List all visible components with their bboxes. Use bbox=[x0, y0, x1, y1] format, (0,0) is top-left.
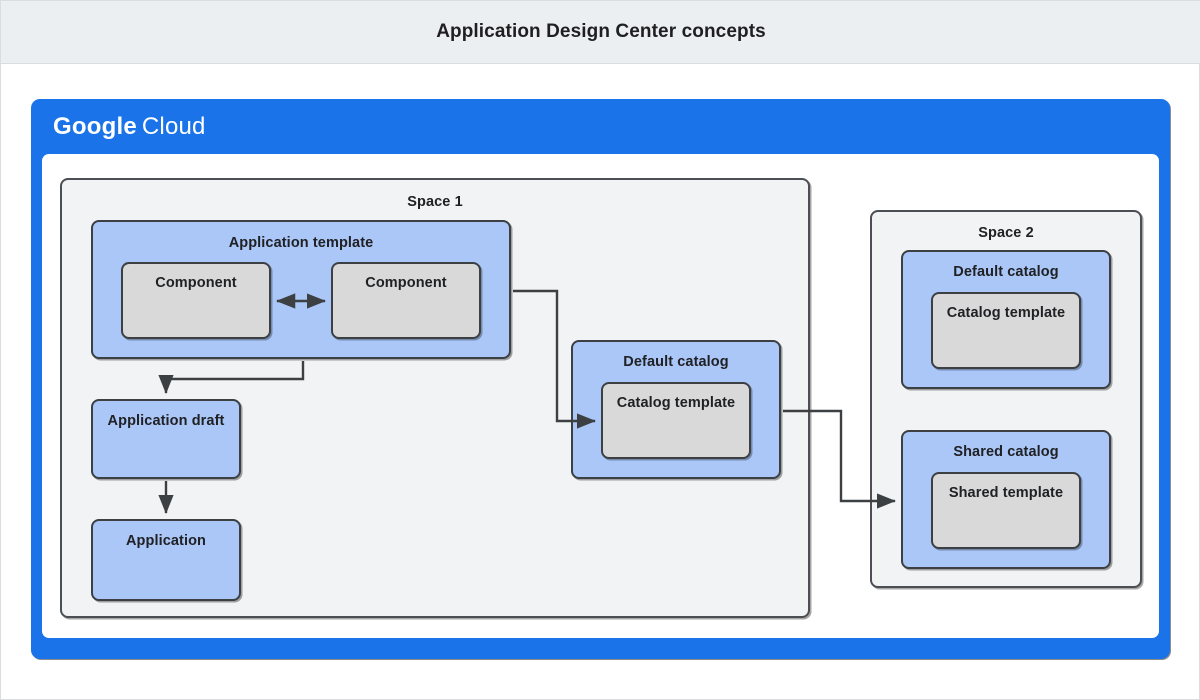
component-box-2: Component bbox=[331, 262, 481, 339]
shared-catalog-label: Shared catalog bbox=[953, 444, 1059, 460]
space-1-label: Space 1 bbox=[407, 194, 463, 210]
component-label-2: Component bbox=[365, 275, 447, 291]
space-1-catalog-template-box: Catalog template bbox=[601, 382, 751, 459]
page-title: Application Design Center concepts bbox=[436, 21, 766, 42]
application-draft-box: Application draft bbox=[91, 399, 241, 479]
space-2-default-catalog-label: Default catalog bbox=[953, 264, 1059, 280]
space-1-catalog-template-label: Catalog template bbox=[616, 395, 736, 411]
component-label-1: Component bbox=[155, 275, 237, 291]
diagram-title-bar: Application Design Center concepts bbox=[1, 1, 1200, 64]
shared-template-label: Shared template bbox=[948, 485, 1064, 501]
application-label: Application bbox=[125, 533, 207, 549]
application-box: Application bbox=[91, 519, 241, 601]
component-box-1: Component bbox=[121, 262, 271, 339]
space-1-default-catalog-label: Default catalog bbox=[623, 354, 729, 370]
space-2-catalog-template-label: Catalog template bbox=[946, 305, 1066, 321]
shared-template-box: Shared template bbox=[931, 472, 1081, 549]
space-2-label: Space 2 bbox=[978, 225, 1034, 241]
application-draft-label: Application draft bbox=[107, 413, 225, 429]
google-cloud-logo-cloud: Cloud bbox=[141, 113, 206, 140]
application-template-label: Application template bbox=[228, 235, 374, 251]
google-cloud-logo-google: Google bbox=[53, 113, 137, 140]
space-2-catalog-template-box: Catalog template bbox=[931, 292, 1081, 369]
